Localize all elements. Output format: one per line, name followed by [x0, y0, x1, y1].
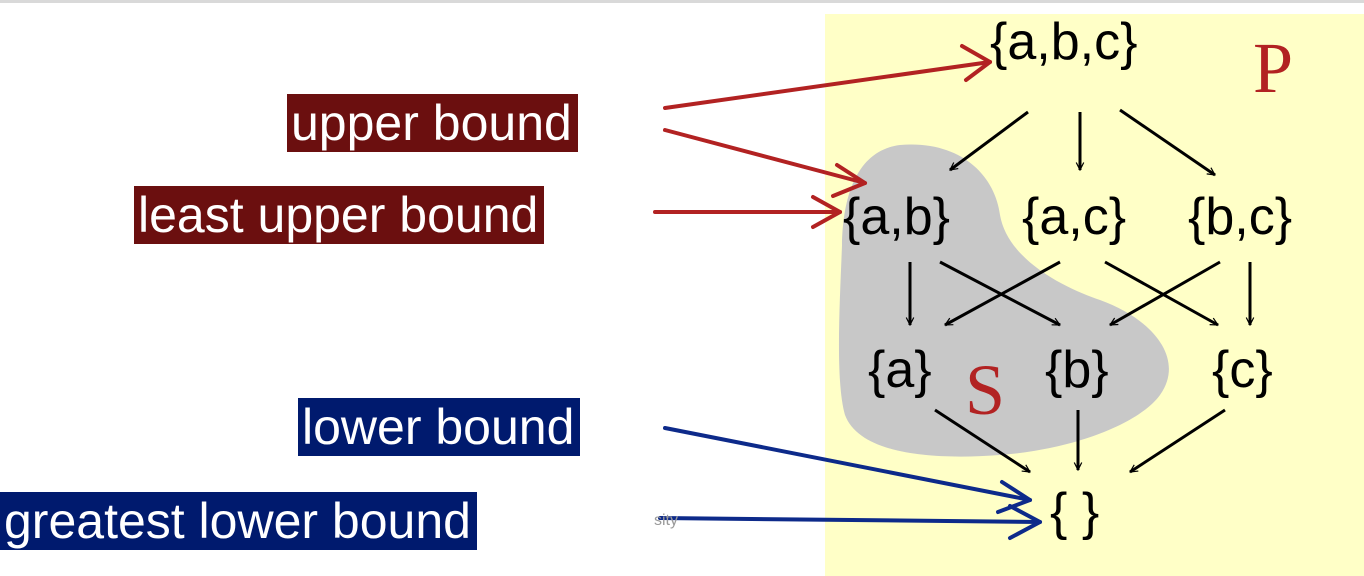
node-abc: {a,b,c} [990, 13, 1138, 71]
edge-ac-a [945, 260, 1061, 327]
edge-abc-bc [1119, 108, 1215, 177]
upper-bound-arrow-to-ab [663, 128, 867, 185]
greatest-lower-bound-arrowhead [1008, 504, 1042, 540]
upper-bound-arrow-to-abc [663, 60, 992, 110]
least-upper-bound-arrowhead [811, 195, 842, 229]
edge-a-empty [934, 408, 1030, 474]
node-c: {c} [1212, 341, 1273, 399]
lower-bound-arrow [663, 426, 1032, 502]
node-empty-set: { } [1050, 483, 1100, 541]
node-a: {a} [868, 341, 932, 399]
footer-text-fragment: sity [654, 512, 678, 529]
edge-abc-ab [950, 110, 1029, 172]
upper-bound-arrowhead-abc [960, 44, 992, 82]
set-s-region [838, 144, 1169, 457]
set-p-label: P [1253, 28, 1294, 108]
node-b: {b} [1045, 341, 1109, 399]
least-upper-bound-label: least upper bound [134, 186, 545, 244]
upper-bound-label: upper bound [287, 94, 578, 152]
top-border-line [0, 0, 1364, 3]
edge-ac-c [1104, 260, 1218, 327]
edge-c-empty [1130, 408, 1226, 474]
node-ac: {a,c} [1022, 188, 1127, 246]
greatest-lower-bound-arrow [658, 516, 1042, 524]
edge-bc-b [1110, 260, 1221, 327]
node-ab: {a,b} [843, 188, 951, 246]
lower-bound-label: lower bound [298, 398, 581, 456]
greatest-lower-bound-label: greatest lower bound [0, 492, 477, 550]
lower-bound-arrowhead [996, 480, 1032, 514]
set-s-label: S [965, 350, 1006, 430]
upper-bound-arrowhead-ab [831, 163, 867, 198]
node-bc: {b,c} [1188, 188, 1293, 246]
